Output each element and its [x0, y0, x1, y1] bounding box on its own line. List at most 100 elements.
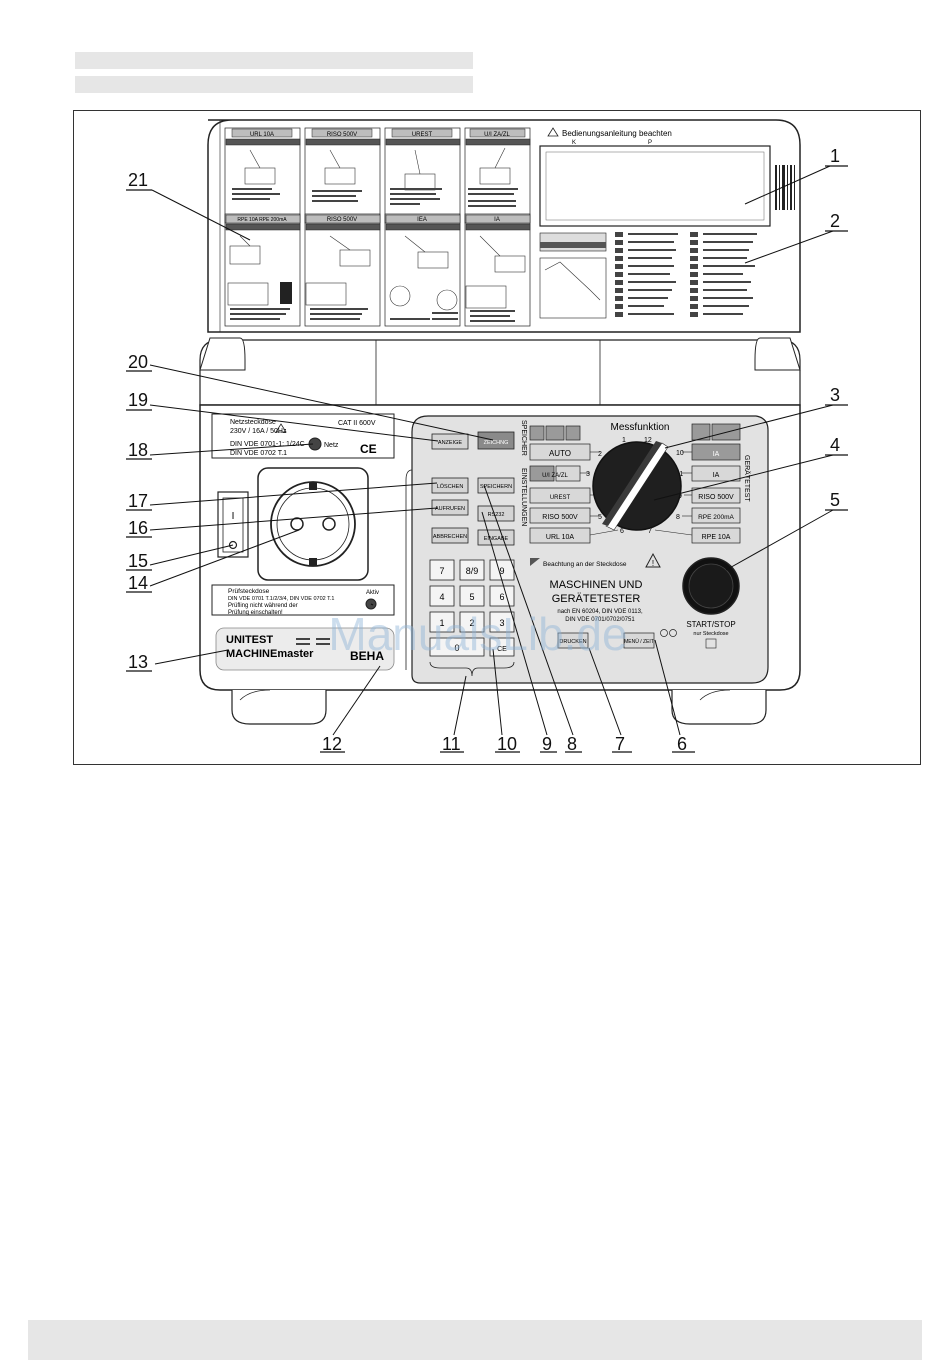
func-left-3: UREST [550, 495, 571, 501]
ce-mark: CE [360, 442, 377, 456]
svg-text:I: I [232, 511, 235, 522]
lid-test-top-1: URL 10A [250, 132, 274, 138]
func-left-5: URL 10A [546, 534, 574, 541]
key-6[interactable]: 6 [499, 592, 504, 602]
lid-test-bottom-4: IA [494, 217, 500, 223]
dial-label: Messfunktion [611, 422, 670, 433]
watermark: ManualsLib.de [328, 608, 627, 660]
aktiv-label: Aktiv [366, 590, 379, 596]
abbrechen-button[interactable] [431, 527, 469, 544]
key-2[interactable]: 2 [469, 618, 474, 628]
callout-18: 18 [128, 440, 148, 460]
lid-panel-headers [225, 128, 531, 231]
lid-plug-icon [280, 282, 292, 304]
lid-test-bottom-3: IEA [417, 217, 427, 223]
key-0[interactable]: 0 [454, 643, 459, 653]
speichern-label: SPEICHERN [480, 484, 512, 490]
lid-warning-text: Bedienungsanleitung beachten [562, 129, 672, 138]
callout-5: 5 [830, 490, 840, 510]
anzeige-label: ANZEIGE [438, 440, 462, 446]
test-socket-info [211, 584, 395, 616]
anzeige-button[interactable] [431, 433, 469, 450]
loeschen-button[interactable] [431, 477, 469, 494]
product-sub-1: nach EN 60204, DIN VDE 0113, [557, 609, 643, 615]
display-label-k: K [572, 140, 576, 146]
abbrechen-label: ABBRECHEN [433, 534, 467, 540]
key-1[interactable]: 1 [439, 618, 444, 628]
lid-test-top-2: RISO 500V [327, 132, 357, 138]
mains-norm2: DIN VDE 0702 T.1 [230, 450, 287, 457]
aufrufen-button[interactable] [431, 499, 469, 516]
func-right-num-4: 8 [676, 514, 680, 521]
zeichnung-button[interactable] [477, 431, 515, 450]
callout-3: 3 [830, 385, 840, 405]
lid-fineprint [230, 188, 518, 322]
func-right-5: RPE 10A [702, 534, 731, 541]
callout-6: 6 [677, 734, 687, 754]
barcode [775, 165, 795, 210]
callout-13: 13 [128, 652, 148, 672]
menue-label: MENÜ / ZEIT [624, 638, 654, 645]
callout-underlines [126, 165, 848, 753]
key-ce[interactable]: CE [497, 646, 507, 653]
lid-test-top-4: U/I ZA/ZL [484, 132, 510, 138]
key-4[interactable]: 4 [439, 592, 444, 602]
rotary-dial[interactable] [592, 441, 682, 531]
socket-symbol-icon [705, 638, 717, 649]
svg-text:!: ! [652, 559, 654, 568]
callout-2: 2 [830, 211, 840, 231]
lid-legend [615, 232, 757, 317]
product-title-2: GERÄTETESTER [552, 593, 641, 605]
callout-19: 19 [128, 390, 148, 410]
eingabe-label: EINGABE [484, 536, 509, 542]
leader-lines [149, 165, 834, 736]
brand-line2: MACHINEmaster [226, 648, 314, 660]
test-socket-line2: DIN VDE 0701 T.1/2/3/4, DIN VDE 0702 T.1 [228, 596, 335, 602]
brand-logo: BEHA [350, 649, 384, 663]
func-left-num-2: 3 [586, 471, 590, 478]
callout-8: 8 [567, 734, 577, 754]
callout-1: 1 [830, 146, 840, 166]
lid-test-bottom-2: RISO 500V [327, 217, 357, 223]
lcd-display [539, 145, 771, 227]
func-right-4: RPE 200mA [698, 514, 734, 521]
key-3[interactable]: 3 [499, 618, 504, 628]
func-left-4: RISO 500V [542, 514, 578, 521]
func-right-2: IA [713, 451, 720, 458]
drucken-button[interactable] [557, 632, 589, 649]
callout-11: 11 [442, 734, 461, 754]
keypad [429, 559, 515, 657]
menue-button[interactable] [623, 632, 655, 649]
rs232-button[interactable] [477, 505, 515, 522]
header-bar-2 [75, 76, 473, 93]
display-label-p: P [648, 140, 652, 146]
mains-norm1: DIN VDE 0701-1: 1/24C [230, 441, 305, 448]
key-8[interactable]: 8/9 [466, 566, 479, 576]
mains-netz: Netz [324, 442, 339, 449]
key-9[interactable]: 9 [499, 566, 504, 576]
key-7[interactable]: 7 [439, 566, 444, 576]
foot-left [231, 690, 327, 725]
func-right-buttons [691, 423, 741, 544]
callout-12: 12 [322, 734, 342, 754]
mains-info-panel [211, 413, 395, 459]
func-left-1: AUTO [549, 449, 571, 458]
callout-17: 17 [128, 491, 148, 511]
brand-fineprint [296, 638, 330, 645]
drucken-label: DRUCKEN [559, 639, 586, 645]
func-right-1: IA [713, 472, 720, 479]
start-stop-label: START/STOP [686, 620, 735, 629]
danger-triangle-icon [530, 558, 540, 566]
speichern-button[interactable] [477, 477, 515, 494]
product-title-1: MASCHINEN UND [550, 579, 643, 591]
callout-15: 15 [128, 551, 148, 571]
aufrufen-label: AUFRUFEN [435, 506, 465, 512]
callout-10: 10 [497, 734, 517, 754]
func-right-num-2: 10 [676, 450, 684, 457]
figure-frame [73, 110, 921, 765]
eingabe-button[interactable] [477, 529, 515, 546]
key-5[interactable]: 5 [469, 592, 474, 602]
callout-14: 14 [128, 573, 148, 593]
lid-test-top-3: UREST [412, 132, 433, 138]
